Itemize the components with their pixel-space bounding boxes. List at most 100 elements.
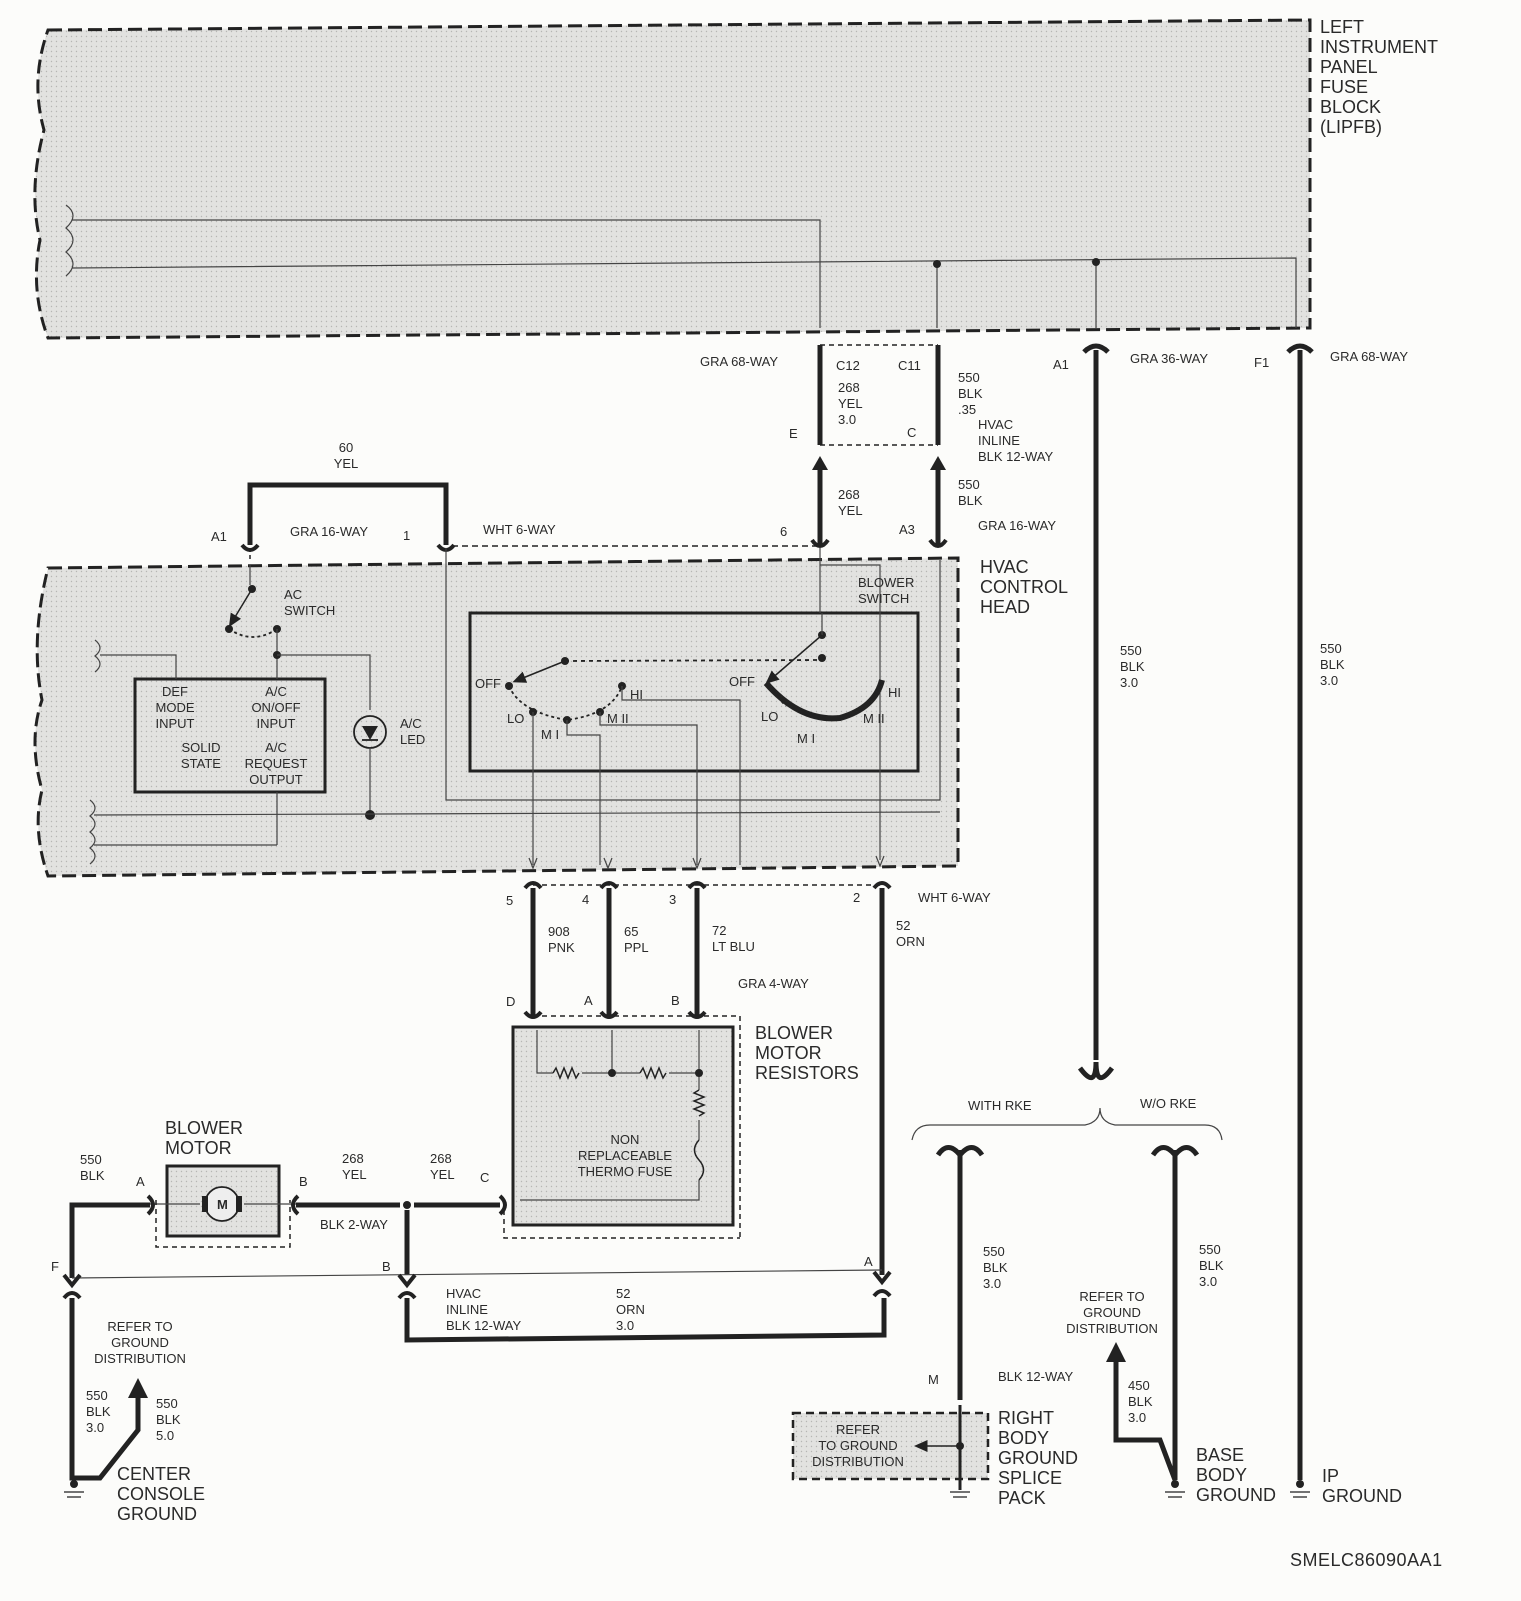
wire-60-yel: 60 YEL [333,440,359,471]
c12-label: C12 [836,358,860,373]
wht6-bottom-label: WHT 6-WAY [918,890,991,905]
rke-bracket [911,1107,1223,1488]
wire-550-f1: 550 BLK 3.0 [1320,641,1345,688]
m-label: M [928,1372,939,1387]
blk12-label: BLK 12-WAY [998,1369,1074,1384]
ip-ground-label: IP GROUND [1322,1466,1402,1506]
c11-label: C11 [898,358,921,373]
def-mode-input-label: DEF MODE INPUT [155,684,195,731]
gra16-right-label: GRA 16-WAY [978,518,1057,533]
wire-268-res: 268 YEL [430,1151,455,1182]
wo-rke-label: W/O RKE [1140,1096,1197,1111]
drawing-code: SMELC86090AA1 [1290,1550,1443,1570]
with-rke-label: WITH RKE [968,1098,1032,1113]
gra36-label: GRA 36-WAY [1130,351,1209,366]
connector-c12-c11 [812,344,946,545]
resistor-box [503,1025,740,1239]
blower-motor [69,1164,883,1279]
wire-550-rke: 550 BLK 3.0 [983,1244,1008,1291]
refer-splice-label: REFER TO GROUND DISTRIBUTION [812,1422,904,1469]
m1-2-label: M I [797,731,816,746]
gra4-label: GRA 4-WAY [738,976,809,991]
lipfb-label: LEFT INSTRUMENT PANEL FUSE BLOCK (LIPFB) [1320,17,1438,137]
a-bottom-label: A [864,1254,873,1269]
wht6-top-label: WHT 6-WAY [483,522,556,537]
refer-center-label: REFER TO GROUND DISTRIBUTION [94,1319,186,1366]
pin2-label: 2 [853,890,861,905]
blower-switch-label: BLOWER SWITCH [858,575,915,606]
off-2-label: OFF [729,674,755,689]
lipfb-box [33,18,1312,340]
thermo-fuse-label: NON REPLACEABLE THERMO FUSE [577,1132,673,1179]
m2-2-label: M II [863,711,885,726]
wire-550-center-b: 550 BLK 5.0 [156,1396,181,1443]
wire-550-top: 550 BLK .35 [958,370,983,417]
res-c-label: C [480,1170,490,1185]
pin4-label: 4 [582,892,590,907]
resistor-feed-wires [523,881,892,1275]
wire-268-motor: 268 YEL [342,1151,367,1182]
wire-268-mid: 268 YEL [838,487,863,518]
wire-550-a1: 550 BLK 3.0 [1120,643,1145,690]
wire-550-center-a: 550 BLK 3.0 [86,1388,111,1435]
a-res-label: A [584,993,593,1008]
b-res-label: B [671,993,680,1008]
ac-led-label: A/C LED [400,716,426,747]
off-1-label: OFF [475,676,501,691]
e-label: E [789,426,798,441]
lo-2-label: LO [761,709,779,724]
pin1-label: 1 [403,528,411,543]
right-splice-label: RIGHT BODY GROUND SPLICE PACK [998,1408,1078,1508]
wire-550-motor: 550 BLK [80,1152,105,1183]
blower-motor-label: BLOWER MOTOR [165,1118,244,1158]
refer-base-label: REFER TO GROUND DISTRIBUTION [1066,1289,1158,1336]
center-ground-label: CENTER CONSOLE GROUND [117,1464,206,1524]
wire-450: 450 BLK 3.0 [1128,1378,1153,1425]
ac-onoff-input-label: A/C ON/OFF INPUT [251,684,301,731]
hvac-inline-top-label: HVAC INLINE BLK 12-WAY [978,417,1054,464]
motor-symbol: M [217,1197,228,1212]
hvac-inline-bottom-label: HVAC INLINE BLK 12-WAY [446,1286,522,1333]
lo-1-label: LO [507,711,525,726]
a3-label: A3 [899,522,915,537]
wire-52-top: 52 ORN [896,918,925,949]
m2-1-label: M II [607,711,629,726]
a1-left-label: A1 [211,529,227,544]
solid-state-label: SOLID STATE [181,740,221,771]
d-label: D [506,994,516,1009]
pin6-label: 6 [780,524,788,539]
wire-908: 908 PNK [548,924,575,955]
wire-550-mid: 550 BLK [958,477,983,508]
c-label: C [907,425,917,440]
hvac-head-label: HVAC CONTROL HEAD [980,557,1069,617]
pin3-label: 3 [669,892,677,907]
b-bottom-label: B [382,1259,391,1274]
splice-pack [791,1405,990,1498]
wire-550-worke: 550 BLK 3.0 [1199,1242,1224,1289]
motor-a-label: A [136,1174,145,1189]
wire-65: 65 PPL [624,924,649,955]
f-bottom-label: F [51,1259,59,1274]
f1-label: F1 [1254,355,1270,370]
gra68-right-label: GRA 68-WAY [1330,349,1409,364]
ac-request-output-label: A/C REQUEST OUTPUT [244,740,308,787]
hvac-head-box [33,548,960,878]
hi-1-label: HI [630,687,643,702]
motor-b-label: B [299,1174,308,1189]
hi-2-label: HI [888,685,901,700]
ground-symbols [64,1491,1310,1498]
hvac-inline-bottom [62,1270,892,1488]
a1-top-label: A1 [1053,357,1069,372]
wire-52-bottom: 52 ORN 3.0 [616,1286,645,1333]
pin5-label: 5 [506,893,514,908]
ground-trunks [1077,343,1314,1488]
wire-268-top: 268 YEL 3.0 [838,380,863,427]
blk2-label: BLK 2-WAY [320,1217,388,1232]
ac-switch-label: AC SWITCH [284,587,336,618]
gra68-top-label: GRA 68-WAY [700,354,779,369]
resistors-label: BLOWER MOTOR RESISTORS [755,1023,859,1083]
base-ground-label: BASE BODY GROUND [1196,1445,1276,1505]
wire-72: 72 LT BLU [712,923,755,954]
